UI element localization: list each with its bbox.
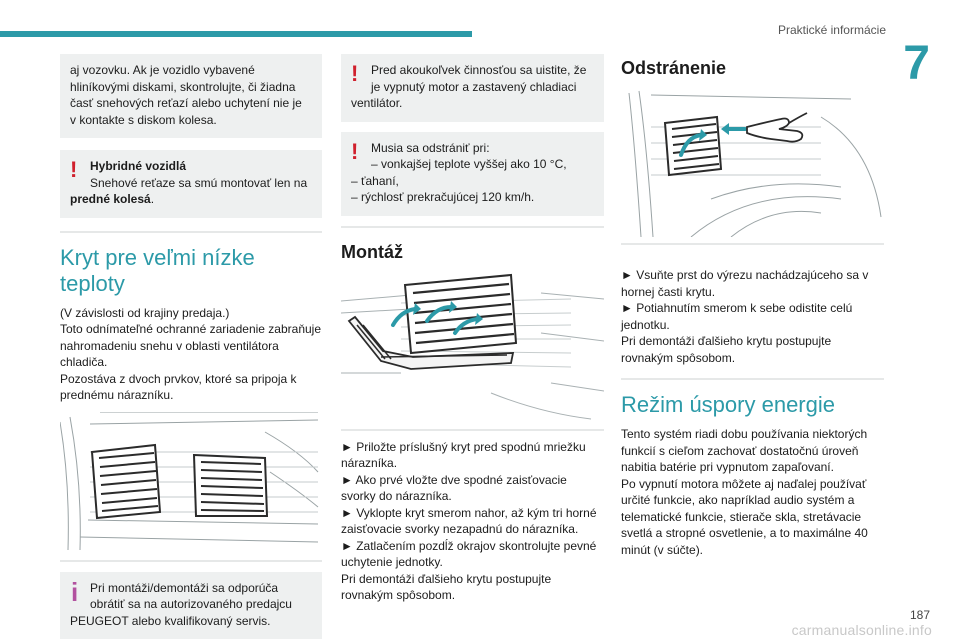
page-number: 187: [909, 608, 930, 622]
removal-heading: Odstránenie: [621, 58, 727, 78]
info-line: PEUGEOT alebo kvalifikovaný servis.: [70, 613, 271, 628]
section-divider: [60, 230, 322, 233]
step-line: ► Potiahnutím smerom k sebe odistite cel…: [621, 301, 853, 315]
warning-icon: !: [70, 157, 78, 182]
intro-line: časť snehových reťazí alebo uchytení nie…: [70, 96, 302, 110]
hybrid-warning-box: ! Hybridné vozidlá Snehové reťaze sa smú…: [60, 150, 322, 218]
removal-drawing: [628, 90, 882, 237]
column-1: aj vozovku. Ak je vozidlo vybavené hliní…: [60, 54, 322, 639]
section-title-line: Kryt pre veľmi nízke: [60, 244, 255, 270]
section-divider: [60, 559, 322, 562]
body-line: funkcií s cieľom zachovať dostatočnú úro…: [621, 443, 859, 458]
mounting-drawing: [341, 273, 604, 419]
energy-saving-title: Režim úspory energie: [621, 392, 835, 417]
body-line: chladiča.: [60, 355, 108, 369]
removal-conditions-box: ! Musia sa odstrániť pri: – vonkajšej te…: [341, 131, 604, 216]
section-divider: [621, 243, 884, 245]
column-3: Odstránenie: [621, 54, 884, 558]
grille-covers-illustration: [60, 411, 322, 550]
body-line: (V závislosti od krajiny predaja.): [60, 305, 230, 320]
body-line: Po vypnutí motora môžete aj naďalej použ…: [621, 476, 867, 491]
warning-line: je vypnutý motor a zastavený chladiaci: [371, 79, 577, 94]
info-line: obrátiť sa na autorizovaného predajcu: [90, 597, 292, 611]
section-divider: [621, 378, 884, 380]
body-line: telematické funkcie, stierače skla, stre…: [621, 509, 862, 524]
body-line: nahromadeniu snehu v oblasti ventilátora: [60, 338, 279, 353]
step-line: zaisťovacie svorky nezapadnú do nárazník…: [341, 522, 579, 536]
step-line: nárazníka.: [341, 456, 398, 470]
step-line: uchytenie jednotky.: [341, 555, 443, 569]
intro-line: hliníkovými diskami, skontrolujte, či ži…: [70, 79, 296, 94]
warning-line: – ťahaní,: [351, 173, 399, 188]
step-line: jednotku.: [621, 317, 670, 332]
step-line: rovnakým spôsobom.: [621, 350, 736, 365]
info-icon: i: [71, 576, 79, 607]
mounting-illustration: [341, 272, 604, 421]
section-header-title: Praktické informácie: [777, 23, 886, 37]
warning-line: – rýchlosť prekračujúcej 120 km/h.: [351, 190, 535, 204]
step-line: ► Ako prvé vložte dve spodné zaisťovacie: [341, 472, 567, 487]
warning-end: .: [150, 192, 155, 206]
step-line: Pri demontáži ďalšieho krytu postupujte: [621, 334, 832, 348]
energy-saving-body: Tento systém riadi dobu používania niekt…: [621, 426, 884, 558]
body-line: svetlá a stropné osvetlenie, a to maximá…: [621, 526, 868, 540]
grille-covers-drawing: [60, 411, 319, 550]
info-note-box: i Pri montáži/demontáži sa odporúča obrá…: [60, 571, 322, 639]
info-line: Pri montáži/demontáži sa odporúča: [90, 580, 279, 595]
step-line: rovnakým spôsobom.: [341, 588, 456, 602]
body-line: Tento systém riadi dobu používania niekt…: [621, 427, 868, 441]
body-line: minút (v súčte).: [621, 542, 704, 557]
step-line: hornej časti krytu.: [621, 284, 716, 299]
step-line: ► Vyklopte kryt smerom nahor, až kým tri…: [341, 505, 597, 520]
column-2: ! Pred akoukoľvek činnosťou sa uistite, …: [341, 54, 604, 604]
watermark: carmanualsonline.info: [791, 622, 932, 638]
section-divider: [341, 225, 604, 228]
header-accent-bar: [0, 31, 472, 37]
warning-title: Hybridné vozidlá: [90, 159, 187, 173]
step-line: ► Zatlačením pozdĺž okrajov skontrolujte…: [341, 538, 597, 553]
mounting-heading: Montáž: [341, 241, 403, 262]
warning-line: – vonkajšej teplote vyššej ako 10 °C,: [371, 157, 567, 171]
warning-line: ventilátor.: [351, 96, 403, 110]
section-divider: [341, 428, 604, 431]
body-line: Pozostáva z dvoch prvkov, ktoré sa pripo…: [60, 371, 297, 386]
warning-icon: !: [351, 138, 359, 164]
intro-note-box: aj vozovku. Ak je vozidlo vybavené hliní…: [60, 54, 322, 138]
step-line: ► Priložte príslušný kryt pred spodnú mr…: [341, 439, 586, 454]
step-line: ► Vsuňte prst do výrezu nachádzajúceho s…: [621, 268, 869, 282]
intro-line: v kontakte s diskom kolesa.: [70, 112, 217, 127]
chapter-number: 7: [903, 37, 930, 90]
warning-line: Musia sa odstrániť pri:: [371, 140, 490, 155]
warning-line: predné kolesá.: [70, 191, 312, 208]
warning-icon: !: [351, 61, 359, 86]
body-line: určité funkcie, ako napríklad audio syst…: [621, 493, 855, 507]
removal-steps: ► Vsuňte prst do výrezu nachádzajúceho s…: [621, 267, 884, 366]
body-line: nabitia batérie pri vypnutom zapaľovaní.: [621, 460, 834, 474]
mounting-steps: ► Priložte príslušný kryt pred spodnú mr…: [341, 439, 604, 604]
warning-line: Snehové reťaze sa smú montovať len na: [90, 175, 308, 190]
step-line: Pri demontáži ďalšieho krytu postupujte: [341, 571, 552, 586]
warning-bold: predné kolesá: [70, 192, 151, 206]
section-body: (V závislosti od krajiny predaja.) Toto …: [60, 305, 322, 404]
body-line: Toto odnímateľné ochranné zariadenie zab…: [60, 322, 322, 336]
section-title: Kryt pre veľmi nízke teploty: [60, 245, 322, 297]
body-line: prednému nárazníku.: [60, 388, 174, 402]
warning-line: Pred akoukoľvek činnosťou sa uistite, že: [371, 63, 587, 77]
safety-warning-box: ! Pred akoukoľvek činnosťou sa uistite, …: [341, 54, 604, 122]
intro-line: aj vozovku. Ak je vozidlo vybavené: [70, 63, 255, 77]
section-title-line: teploty: [60, 270, 125, 296]
step-line: svorky do nárazníka.: [341, 489, 452, 503]
removal-illustration: [621, 87, 884, 237]
